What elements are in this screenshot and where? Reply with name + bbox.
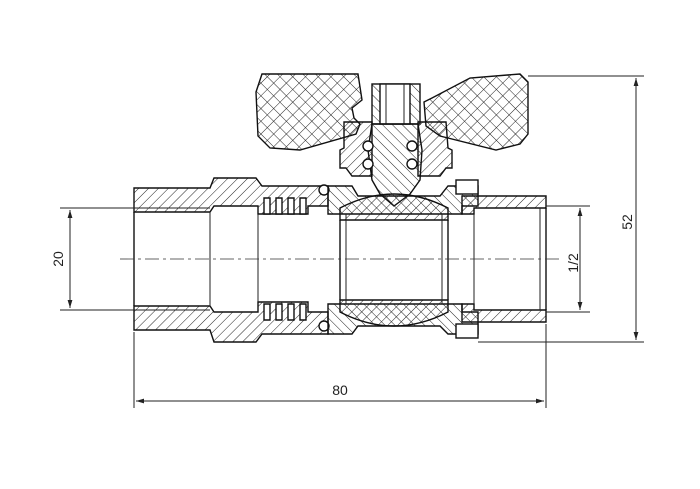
dimension-right-thread: 1/2 <box>546 205 590 313</box>
dimension-right-thread-label: 1/2 <box>565 253 581 273</box>
dimension-left-bore: 20 <box>50 207 210 311</box>
center-body <box>327 179 479 339</box>
dimension-overall-height: 52 <box>478 75 644 343</box>
dimension-overall-length: 80 <box>133 324 547 408</box>
stem-assembly <box>339 83 453 207</box>
dimension-overall-length-label: 80 <box>332 382 348 398</box>
left-body <box>133 177 330 343</box>
dimension-overall-height-label: 52 <box>619 214 635 230</box>
dimension-left-bore-label: 20 <box>50 251 66 267</box>
